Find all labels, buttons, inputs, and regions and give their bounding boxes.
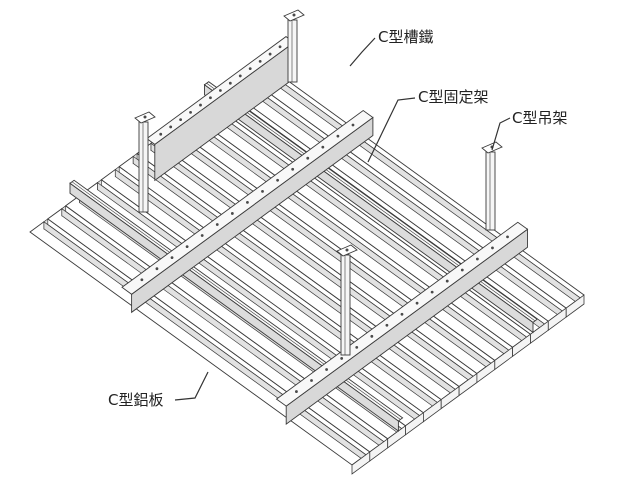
leader-panel <box>174 371 209 401</box>
hanger-hole <box>345 248 349 252</box>
bolt-hole <box>230 212 234 215</box>
bolt-hole <box>179 118 183 122</box>
bolt-hole <box>200 234 204 237</box>
c-channels-lower <box>69 81 538 432</box>
bolt-hole <box>415 301 419 305</box>
hanger-left <box>134 111 156 213</box>
bolt-hole <box>291 167 295 171</box>
label-leaders <box>174 37 511 401</box>
hanger-front <box>336 244 358 356</box>
bolt-hole <box>248 67 252 71</box>
bolt-hole <box>258 59 262 63</box>
bolt-hole <box>475 257 479 261</box>
bolt-hole <box>170 256 174 260</box>
label-c-channel: C型槽鐵 <box>378 28 433 46</box>
bolt-hole <box>246 200 249 204</box>
bolt-hole <box>351 123 355 127</box>
bolt-hole <box>400 312 404 316</box>
bolt-hole <box>460 268 464 272</box>
bolt-hole <box>321 145 325 149</box>
bolt-hole <box>370 334 374 338</box>
bolt-hole <box>278 45 282 49</box>
bolt-hole <box>430 290 434 294</box>
bolt-hole <box>218 89 222 92</box>
label-c-aluminum-panel: C型鋁板 <box>108 391 163 409</box>
hanger-post <box>287 19 298 83</box>
bolt-hole <box>276 178 279 182</box>
bolt-hole <box>445 279 449 283</box>
hanger-post <box>138 121 149 213</box>
c-aluminum-panels <box>29 61 585 475</box>
bolt-hole <box>385 323 389 327</box>
panel-end-lip <box>565 294 585 318</box>
label-c-fixing-bracket: C型固定架 <box>418 88 488 106</box>
bolt-hole <box>189 110 192 114</box>
hanger-hole <box>143 115 147 119</box>
bolt-hole <box>306 156 310 160</box>
bolt-hole <box>140 278 144 282</box>
bolt-hole <box>491 246 494 250</box>
leader-hanger <box>491 117 511 151</box>
panel-edge <box>261 61 585 296</box>
bolt-hole <box>268 52 272 56</box>
bolt-hole <box>336 134 340 138</box>
bolt-hole <box>325 368 328 371</box>
bolt-hole <box>169 125 173 129</box>
bolt-hole <box>209 96 212 100</box>
bolt-hole <box>261 189 264 193</box>
hanger-post <box>485 151 496 231</box>
label-c-hanger: C型吊架 <box>512 109 567 127</box>
bolt-hole <box>159 132 163 136</box>
hanger-post <box>340 254 351 356</box>
bolt-hole <box>295 390 298 393</box>
bolt-hole <box>340 357 344 360</box>
bolt-hole <box>310 379 313 382</box>
c-hangers <box>134 9 503 356</box>
bolt-hole <box>155 267 159 271</box>
bolt-hole <box>238 74 242 78</box>
c-fixing-bracket-bar <box>121 109 529 425</box>
bolt-hole <box>228 81 232 85</box>
bolt-hole <box>355 345 359 349</box>
bolt-hole <box>215 223 219 226</box>
hanger-right <box>481 141 503 231</box>
bolt-hole <box>185 245 189 248</box>
hanger-top <box>283 9 305 83</box>
leader-fixing-bracket <box>367 97 416 163</box>
bolt-hole <box>199 103 202 107</box>
bolt-hole <box>506 235 509 239</box>
leader-channel <box>349 37 376 67</box>
hanger-hole <box>292 13 296 17</box>
